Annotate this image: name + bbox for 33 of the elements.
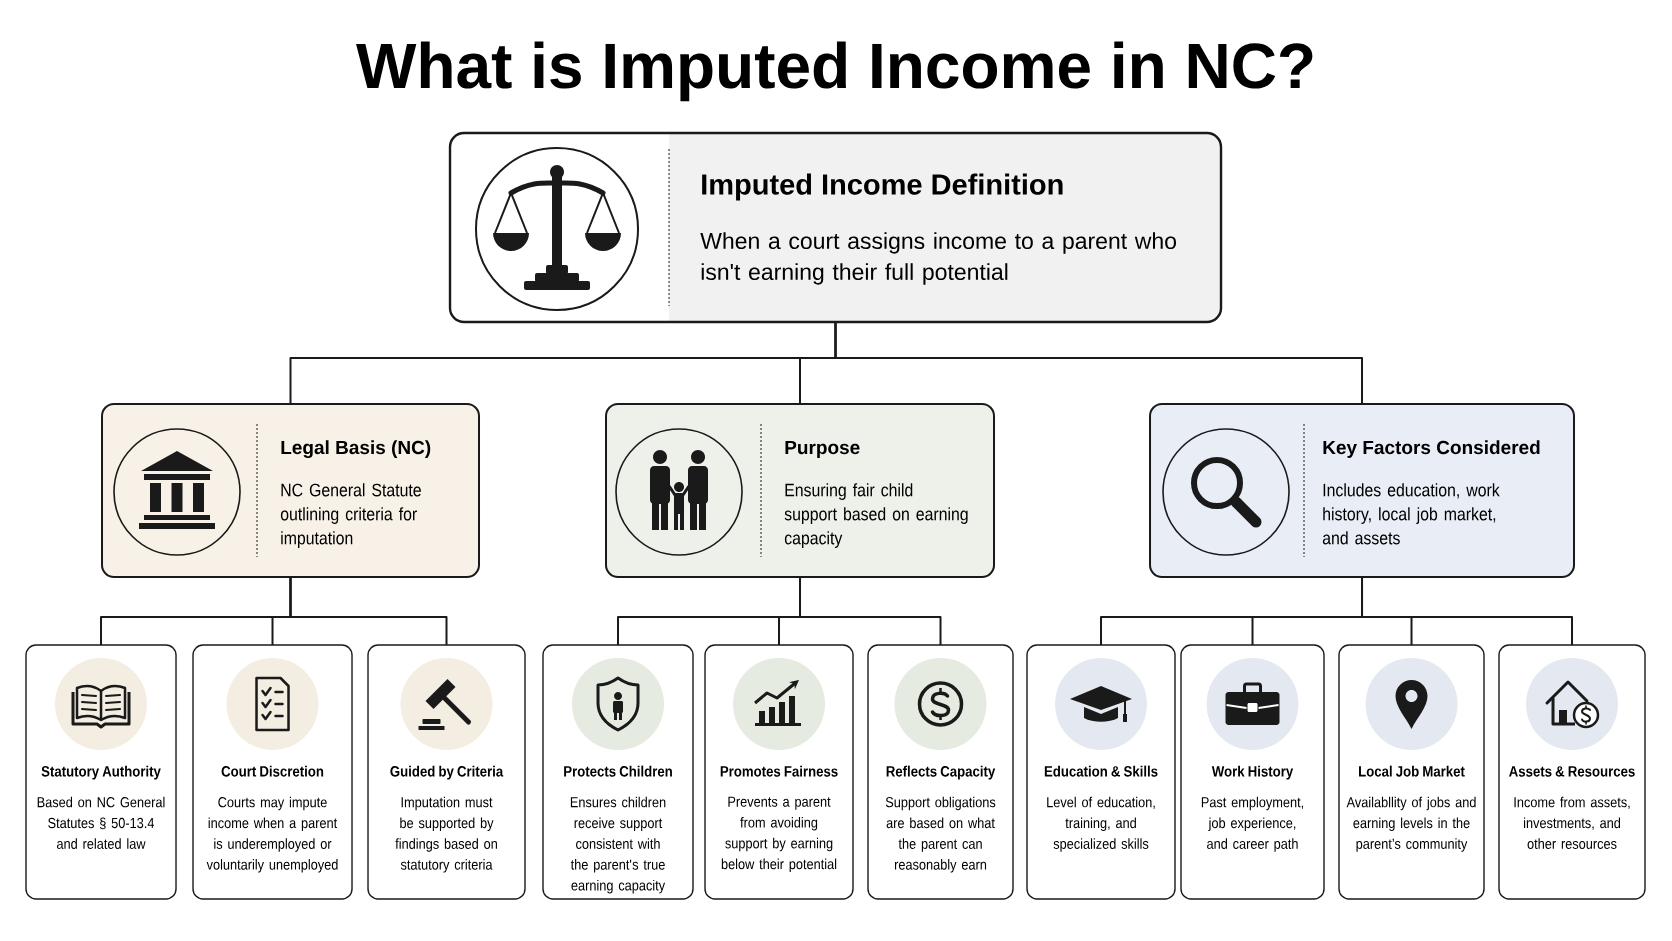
card-text: Courts may impute income when a parent is underemployed or voluntarily unemployed (206, 796, 338, 873)
card-heading: Reflects Capacity (886, 765, 996, 780)
card-heading: Guided by Criteria (390, 765, 504, 780)
card-heading: Promotes Fairness (720, 765, 838, 777)
card-text: Level of education, training, and specialized skills (1047, 796, 1155, 852)
card-text: Past employment, job experience, and career path (1201, 796, 1304, 852)
box-heading: Purpose (785, 440, 860, 458)
card-heading: Local Job Market (1359, 765, 1465, 777)
card-heading: Protects Children (564, 765, 672, 777)
connector-line (1361, 576, 1573, 646)
connector-line (799, 576, 942, 646)
card-text: Ensures children receive support consistent with the parent's true earning capacity (570, 796, 666, 894)
box-text: When a court assigns income to a parent who isn't earning their full potential (700, 232, 1176, 285)
box-text: Ensuring fair child support based on earning capacity (784, 483, 968, 548)
box-heading: Legal Basis (NC) (281, 440, 431, 459)
connector-line (834, 321, 1363, 405)
box-heading: Imputed Income Definition (702, 173, 1063, 201)
box-text: NC General Statute outlining criteria for imputation (280, 483, 421, 548)
card-heading: Statutory Authority (41, 765, 161, 780)
card-heading: Education & Skills (1044, 765, 1158, 777)
box-heading: Key Factors Considered (1323, 440, 1540, 458)
card-heading: Work History (1211, 765, 1294, 780)
card-text: Availabllity of jobs and earning levels in the parent’s community (1346, 796, 1476, 852)
box-text: Includes education, work history, local job market, and assets (1322, 483, 1500, 545)
card-text: Imputation must be supported by findings based on statutory criteria (395, 796, 497, 873)
title: What is Imputed Income in NC? (356, 41, 1313, 102)
card-text: Support obligations are based on what the parent can reasonably earn (885, 796, 996, 873)
card-text: Prevents a parent from avoiding support by earning below their potential (721, 796, 837, 873)
card-heading: Assets & Resources (1509, 766, 1635, 777)
connector-line (289, 576, 448, 646)
card-text: Based on NC General Statutes § 50-13.4 and related law (37, 796, 165, 849)
card-text: Income from assets, investments, and other resources (1514, 796, 1630, 849)
card-heading: Court Discretion (221, 765, 324, 777)
